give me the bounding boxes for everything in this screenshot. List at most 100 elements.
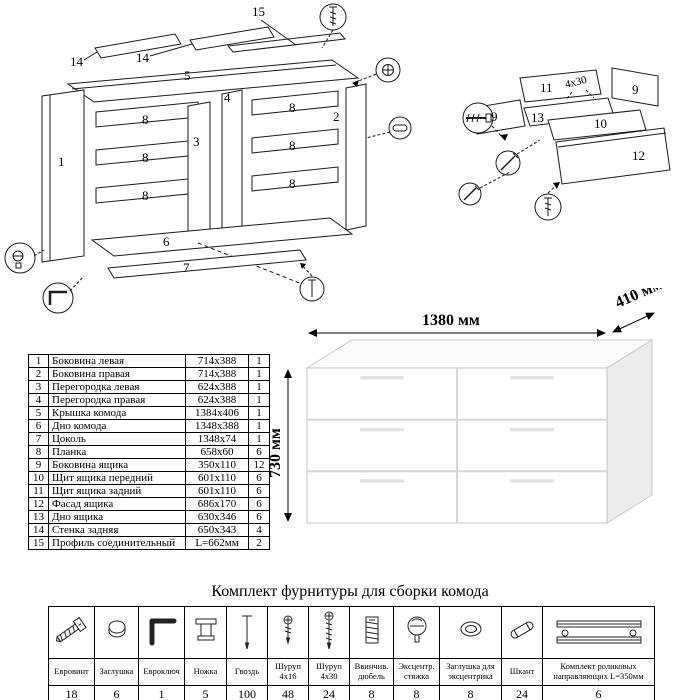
part-callout-9a: 9 [632,82,639,97]
part-qty: 1 [248,432,270,446]
euroscrew-callout [462,102,508,141]
dimension-lines [284,312,655,522]
hardware-qty: 6 [542,685,655,700]
phillips-screw-callout [352,57,401,87]
hardware-qty: 8 [349,685,394,700]
part-name: Профиль соединительный [48,536,186,550]
part-name: Боковина ящика [48,458,186,472]
part-qty: 4 [248,523,270,537]
part-qty: 1 [248,367,270,381]
part-callout-12: 12 [632,148,645,163]
part-qty: 1 [248,354,270,368]
part-size: 624x388 [185,380,249,394]
screw-dowel-icon [349,606,394,659]
part-callout-5: 5 [184,68,191,83]
part-size: 1348x388 [185,419,249,433]
hardware-qty: 24 [308,685,350,700]
hardware-qty: 8 [393,685,440,700]
part-size: 1384x406 [185,406,249,420]
part-callout-2: 2 [333,109,340,124]
part-number: 6 [28,419,49,433]
cam-cover-icon [439,606,502,659]
leg-icon [184,606,227,659]
hardware-label: Комплект роликовых направляющих L=350мм [542,658,655,686]
exploded-diagram: 15 14 14 5 1 8 8 8 3 4 8 8 8 2 6 7 11 9 … [0,0,700,348]
part-size: 350x110 [185,458,249,472]
hardware-label: Заглушка [94,658,139,686]
part-callout-10: 10 [594,116,607,131]
hardware-label: Эксцентр. стяжка [393,658,440,686]
part-callout-8a: 8 [142,112,149,127]
part-callout-4: 4 [224,90,231,105]
part-callout-8f: 8 [289,176,296,191]
part-name: Щит ящика задний [48,484,186,498]
part-callout-1: 1 [58,154,65,169]
nail-callout [299,263,325,302]
hardware-label: Шуруп 4x30 [308,658,350,686]
part-number: 2 [28,367,49,381]
screw-callout-b [458,171,511,206]
part-callout-7: 7 [183,260,190,275]
part-callout-14b: 14 [136,50,150,65]
part-number: 7 [28,432,49,446]
cap-plug-icon [94,606,139,659]
plinth-shape [107,249,307,279]
part-number: 1 [28,354,49,368]
part-name: Цоколь [48,432,186,446]
left-planks-shape [95,101,199,204]
part-callout-13: 13 [531,110,544,125]
part-size: 714x388 [185,367,249,381]
part-qty: 1 [248,380,270,394]
bottom-panel-shape [90,217,354,285]
part-callout-3: 3 [193,134,200,149]
part-callout-8b: 8 [142,150,149,165]
dresser-body [305,339,654,524]
part-callout-14a: 14 [70,54,84,69]
part-name: Крышка комода [48,406,186,420]
hardware-label: Гвоздь [226,658,268,686]
part-name: Перегородка правая [48,393,186,407]
part-qty: 1 [248,419,270,433]
hardware-kit-title: Комплект фурнитуры для сборки комода [211,583,489,600]
bracket-callout [42,275,85,314]
part-qty: 1 [248,406,270,420]
part-callouts: 15 14 14 5 1 8 8 8 3 4 8 8 8 2 6 7 11 9 … [58,4,645,275]
right-side-shape [345,83,367,231]
hardware-icons-row [48,606,655,659]
top-panel-shape [66,59,360,103]
part-size: 601x110 [185,471,249,485]
part-number: 4 [28,393,49,407]
part-size: 650x343 [185,523,249,537]
part-name: Боковина правая [48,367,186,381]
screw-callout-a [495,139,541,176]
part-number: 5 [28,406,49,420]
dowel-icon [501,606,543,659]
hardware-table: Евровинт Заглушка Евроключ Ножка Гвоздь … [48,606,655,700]
hex-key-icon [138,606,185,659]
height-dimension-label: 730 мм [267,428,284,478]
part-callout-8c: 8 [142,188,149,203]
part-size: 714x388 [185,354,249,368]
hardware-qty: 5 [184,685,227,700]
hardware-label: Шкант [501,658,543,686]
part-name: Дно комода [48,419,186,433]
hardware-label: Евровинт [48,658,95,686]
cam-lock-callout [4,242,45,274]
dowel-callout [365,116,412,140]
part-name: Планка [48,445,186,459]
part-number: 11 [28,484,49,498]
part-qty: 6 [248,497,270,511]
screw-size-callout: 4x30 [564,74,589,91]
hardware-qty: 24 [501,685,543,700]
hardware-qty: 1 [138,685,185,700]
part-size: 658x60 [185,445,249,459]
part-name: Перегородка левая [48,380,186,394]
